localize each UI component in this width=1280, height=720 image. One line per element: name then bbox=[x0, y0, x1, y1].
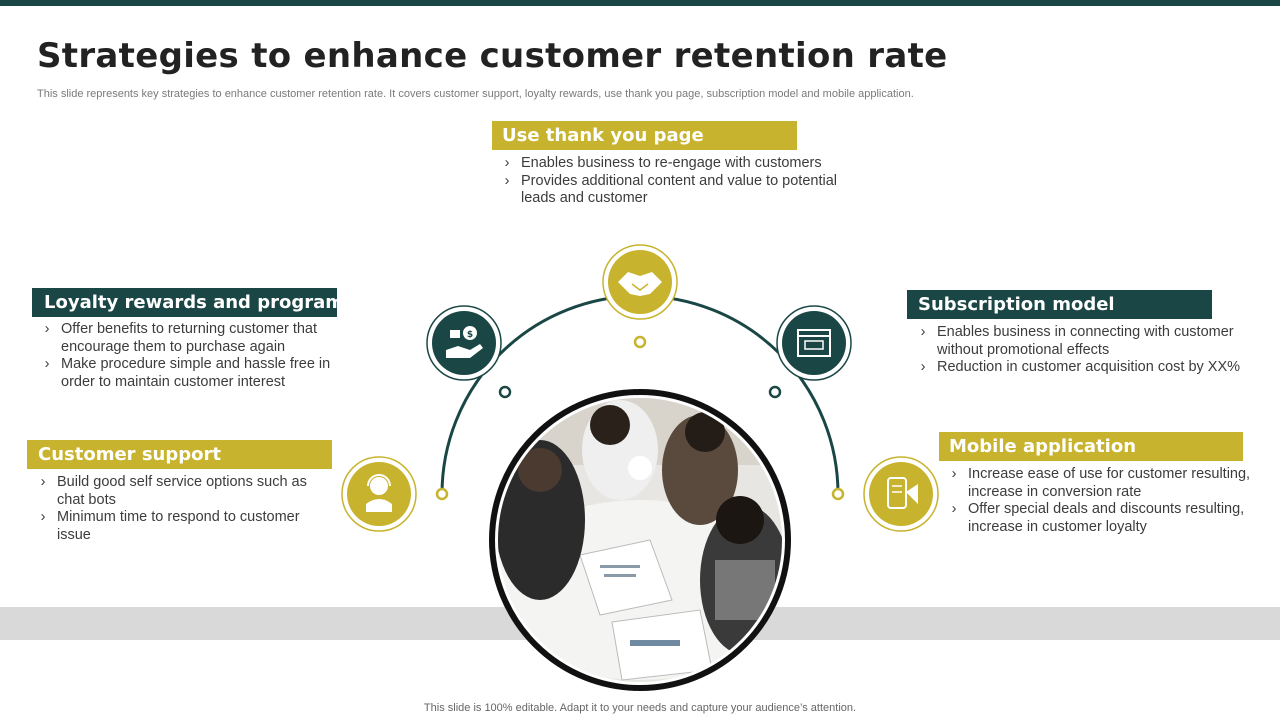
list-item: ›Reduction in customer acquisition cost … bbox=[920, 359, 1241, 375]
handshake-icon bbox=[602, 244, 678, 320]
mobile-header: Mobile application bbox=[939, 432, 1243, 461]
loyalty-bullets: ›Offer benefits to returning customer th… bbox=[41, 321, 341, 391]
arc-dot-top bbox=[633, 335, 647, 349]
team-meeting-photo bbox=[489, 389, 791, 691]
subscription-bullets: ›Enables business in connecting with cus… bbox=[917, 324, 1257, 377]
loyalty-header: Loyalty rewards and programs bbox=[32, 288, 355, 317]
footer-note: This slide is 100% editable. Adapt it to… bbox=[423, 702, 857, 714]
list-item: ›Minimum time to respond to customer iss… bbox=[40, 509, 300, 543]
list-item: ›Increase ease of use for customer resul… bbox=[951, 466, 1251, 500]
arc-dot-left bbox=[435, 487, 449, 501]
svg-text:$: $ bbox=[467, 330, 473, 340]
mobile-bullets: ›Increase ease of use for customer resul… bbox=[948, 466, 1263, 536]
thank-you-bullets: ›Enables business to re-engage with cust… bbox=[501, 155, 841, 208]
money-bag-hand-icon: $ bbox=[426, 305, 502, 381]
top-accent-bar bbox=[0, 0, 1280, 6]
list-item: ›Offer benefits to returning customer th… bbox=[44, 321, 318, 355]
page-title: Strategies to enhance customer retention… bbox=[37, 36, 948, 76]
arc-dot-upper-right bbox=[768, 385, 782, 399]
support-header: Customer support bbox=[27, 440, 332, 469]
thank-you-header: Use thank you page bbox=[492, 121, 797, 150]
list-item: ›Build good self service options such as… bbox=[40, 474, 307, 508]
support-agent-icon bbox=[341, 456, 417, 532]
list-item: ›Enables business to re-engage with cust… bbox=[504, 155, 822, 171]
page-subtitle: This slide represents key strategies to … bbox=[37, 88, 914, 100]
arc-dot-upper-left bbox=[498, 385, 512, 399]
list-item: ›Offer special deals and discounts resul… bbox=[951, 501, 1245, 535]
list-item: ›Provides additional content and value t… bbox=[504, 172, 837, 207]
subscription-header: Subscription model bbox=[907, 290, 1212, 319]
list-item: ›Make procedure simple and hassle free i… bbox=[44, 356, 331, 390]
list-item: ›Enables business in connecting with cus… bbox=[920, 324, 1234, 358]
subscription-window-icon bbox=[776, 305, 852, 381]
mobile-promo-icon bbox=[863, 456, 939, 532]
arc-dot-right bbox=[831, 487, 845, 501]
support-bullets: ›Build good self service options such as… bbox=[37, 474, 322, 544]
